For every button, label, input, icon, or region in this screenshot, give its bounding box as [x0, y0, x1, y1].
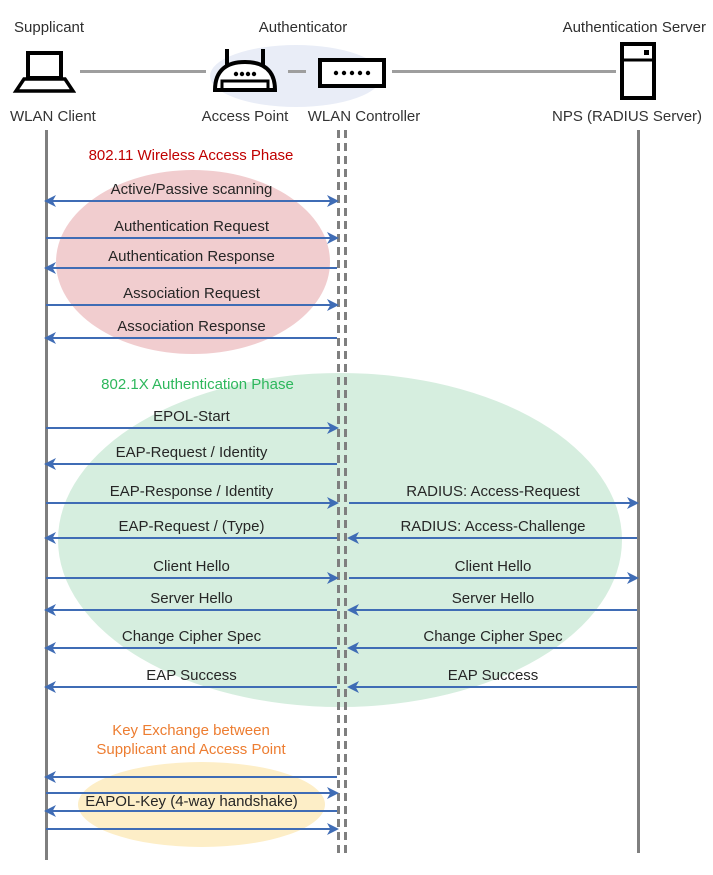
node-wlan-controller: WLAN Controller — [307, 108, 421, 125]
role-authenticator: Authenticator — [258, 19, 348, 36]
connector-line — [392, 70, 616, 73]
arrow-eapol-key-4 — [46, 828, 337, 830]
key-exchange-title-line1: Key Exchange between — [112, 722, 270, 739]
node-wlan-client: WLAN Client — [10, 108, 96, 125]
lifeline-nps-server — [637, 130, 640, 853]
laptop-icon — [12, 50, 77, 103]
arrow-eap-response-identity — [46, 502, 337, 504]
role-authentication-server: Authentication Server — [562, 19, 706, 36]
label-server-hello: Server Hello — [150, 590, 233, 607]
arrow-eapol-key-1 — [46, 776, 337, 778]
label-eap-request-type: EAP-Request / (Type) — [118, 518, 265, 535]
arrow-active-passive-scanning — [46, 200, 337, 202]
arrow-change-cipher-spec-server — [349, 647, 637, 649]
connector-line — [288, 70, 306, 73]
node-access-point: Access Point — [201, 108, 289, 125]
wlan-controller-icon — [318, 58, 386, 93]
arrow-association-response — [46, 337, 337, 339]
label-client-hello-server: Client Hello — [454, 558, 532, 575]
label-radius-access-challenge: RADIUS: Access-Challenge — [400, 518, 586, 535]
label-eap-response-identity: EAP-Response / Identity — [109, 483, 274, 500]
node-nps-radius-server: NPS (RADIUS Server) — [552, 108, 703, 125]
arrow-change-cipher-spec — [46, 647, 337, 649]
dot1x-phase-title: 802.1X Authentication Phase — [101, 376, 294, 393]
label-epol-start: EPOL-Start — [153, 408, 230, 425]
label-change-cipher-spec: Change Cipher Spec — [121, 628, 262, 645]
arrow-association-request — [46, 304, 337, 306]
arrow-eapol-key-2 — [46, 792, 337, 794]
label-active-passive-scanning: Active/Passive scanning — [110, 181, 273, 198]
arrow-authentication-response — [46, 267, 337, 269]
label-eap-success: EAP Success — [146, 667, 237, 684]
server-icon — [620, 42, 656, 105]
access-point-icon — [210, 46, 280, 103]
arrow-server-hello — [46, 609, 337, 611]
lifeline-wlan-client — [45, 130, 48, 860]
label-authentication-response: Authentication Response — [108, 248, 275, 265]
arrow-radius-access-request — [349, 502, 637, 504]
label-eapol-key-handshake: EAPOL-Key (4-way handshake) — [85, 793, 298, 810]
arrow-client-hello — [46, 577, 337, 579]
arrow-eap-success — [46, 686, 337, 688]
key-exchange-title: Key Exchange between Supplicant and Acce… — [45, 721, 337, 759]
wireless-phase-title: 802.11 Wireless Access Phase — [88, 147, 294, 164]
arrow-epol-start — [46, 427, 337, 429]
arrow-eap-request-type — [46, 537, 337, 539]
label-association-response: Association Response — [117, 318, 266, 335]
lifeline-wlan-controller-dashed — [344, 130, 347, 854]
label-change-cipher-spec-server: Change Cipher Spec — [423, 628, 563, 645]
label-authentication-request: Authentication Request — [113, 218, 270, 235]
arrow-eapol-key-3 — [46, 810, 337, 812]
arrow-eap-success-server — [349, 686, 637, 688]
label-radius-access-request: RADIUS: Access-Request — [406, 483, 580, 500]
arrow-radius-access-challenge — [349, 537, 637, 539]
connector-line — [80, 70, 206, 73]
label-client-hello: Client Hello — [153, 558, 230, 575]
label-association-request: Association Request — [123, 285, 260, 302]
label-server-hello-server: Server Hello — [451, 590, 535, 607]
arrow-authentication-request — [46, 237, 337, 239]
key-exchange-title-line2: Supplicant and Access Point — [96, 741, 286, 758]
lifeline-wlan-controller-dashed — [337, 130, 340, 854]
label-eap-request-identity: EAP-Request / Identity — [115, 444, 268, 461]
arrow-client-hello-server — [349, 577, 637, 579]
role-supplicant: Supplicant — [14, 19, 85, 36]
arrow-server-hello-server — [349, 609, 637, 611]
arrow-eap-request-identity — [46, 463, 337, 465]
label-eap-success-server: EAP Success — [447, 667, 539, 684]
